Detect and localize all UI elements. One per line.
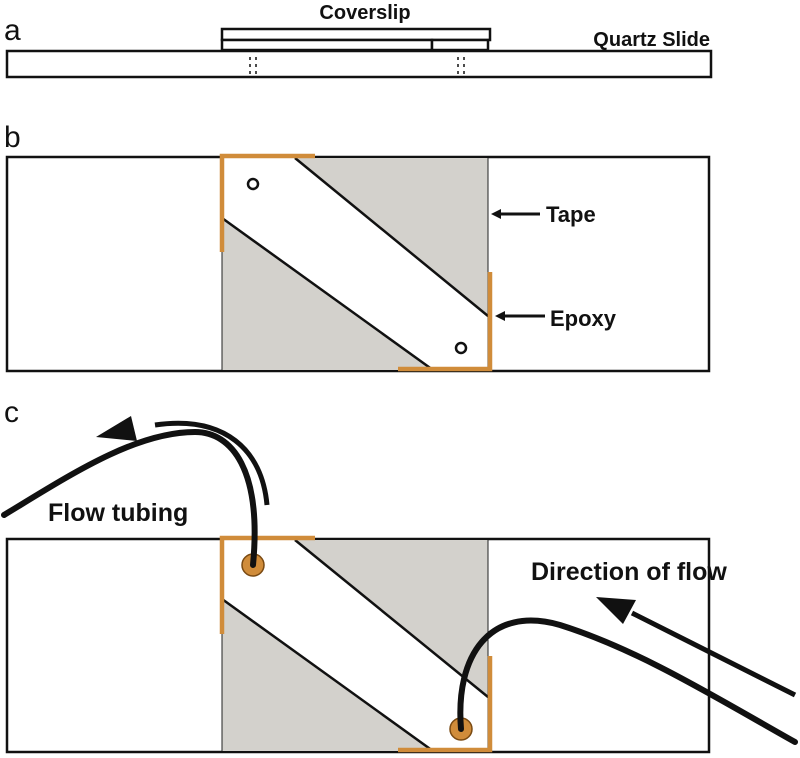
direction-of-flow-label: Direction of flow (531, 558, 727, 586)
epoxy-seal-top-left-c (219, 535, 315, 634)
drilled-holes (249, 57, 465, 76)
flow-channel-c (222, 540, 488, 751)
channel-edge-upper (294, 157, 489, 317)
panel-b: b Tape Epoxy (4, 121, 711, 373)
channel-edge-upper-c (294, 539, 489, 698)
flow-channel (222, 158, 488, 370)
inlet-hole (246, 177, 260, 191)
flow-arrowhead-incoming (596, 597, 636, 624)
epoxy-seal-bottom-right (398, 272, 493, 372)
quartz-slide-label: Quartz Slide (593, 29, 710, 51)
flow-arrowhead-outgoing (96, 416, 137, 441)
flow-arrow-incoming (630, 610, 797, 698)
tape-label: Tape (546, 202, 596, 227)
channel-edge-lower (221, 216, 434, 372)
panel-a: a Coverslip Quartz Slide (4, 2, 713, 79)
epoxy-seal-top-left (219, 153, 315, 252)
channel-edge-lower-c (221, 597, 434, 753)
flow-tubing-label: Flow tubing (48, 499, 188, 527)
panel-c-letter: c (4, 396, 19, 429)
coverslip-label: Coverslip (319, 2, 410, 24)
epoxy-seal-bottom-right-c (398, 656, 493, 753)
tape-layer-right (430, 38, 490, 52)
panel-c: c Flow tubing Direction of flow (1, 396, 798, 754)
coverslip-side-view (220, 27, 492, 42)
epoxy-label: Epoxy (550, 306, 617, 331)
tape-layer-left (220, 38, 434, 52)
quartz-slide-side-view (5, 49, 713, 79)
flow-tubing-outlet (1, 428, 258, 568)
flow-tubing-inlet (457, 617, 798, 745)
panel-a-letter: a (4, 14, 21, 47)
flow-arrow-outgoing (154, 420, 270, 506)
outlet-hole (454, 341, 468, 355)
panel-b-letter: b (4, 121, 21, 154)
